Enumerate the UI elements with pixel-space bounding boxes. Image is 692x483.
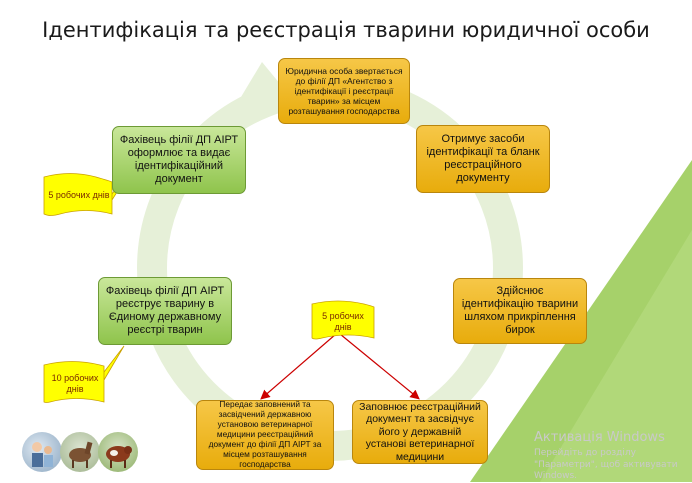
connector-to-step5 — [260, 333, 337, 400]
callout-top-left: 5 робочих днів — [48, 190, 110, 201]
step-1-box: Юридична особа звертається до філії ДП «… — [278, 58, 410, 124]
callout-bottom-left-shape — [43, 345, 125, 403]
cow-photo-icon — [98, 432, 138, 472]
callout-middle-shape — [311, 300, 375, 340]
step-1-text: Юридична особа звертається до філії ДП «… — [285, 65, 403, 117]
step-6-box: Фахівець філії ДП АІРТ реєструє тварину … — [98, 277, 232, 345]
step-7-box: Фахівець філії ДП АІРТ оформлює та видає… — [112, 126, 246, 194]
step-2-box: Отримує засоби ідентифікації та бланк ре… — [416, 125, 550, 193]
callout-middle: 5 робочих днів — [322, 310, 364, 332]
callout-bottom-left: 10 робочих днів — [51, 372, 99, 394]
step-3-text: Здійснює ідентифікацію тварини шляхом пр… — [461, 284, 579, 337]
step-5-text: Передає заповнений та засвідчений держав… — [208, 399, 322, 469]
page-title: Ідентифікація та реєстрація тварини юрид… — [42, 18, 650, 42]
watermark-text: Перейдіть до розділу "Параметри", щоб ак… — [534, 448, 678, 482]
step-5-box: Передає заповнений та засвідчений держав… — [196, 399, 334, 470]
family-photo-icon — [22, 432, 62, 472]
horse-photo-icon — [60, 432, 100, 472]
step-3-box: Здійснює ідентифікацію тварини шляхом пр… — [453, 278, 587, 344]
watermark-title: Активація Windows — [534, 430, 665, 445]
step-6-text: Фахівець філії ДП АІРТ реєструє тварину … — [105, 284, 225, 337]
step-7-text: Фахівець філії ДП АІРТ оформлює та видає… — [119, 133, 239, 186]
step-4-box: Заповнює реєстраційний документ та засві… — [352, 400, 488, 464]
step-4-text: Заповнює реєстраційний документ та засві… — [359, 400, 481, 463]
cycle-arrowhead — [232, 62, 290, 112]
step-2-text: Отримує засоби ідентифікації та бланк ре… — [426, 132, 540, 185]
connector-to-step4 — [339, 333, 420, 400]
